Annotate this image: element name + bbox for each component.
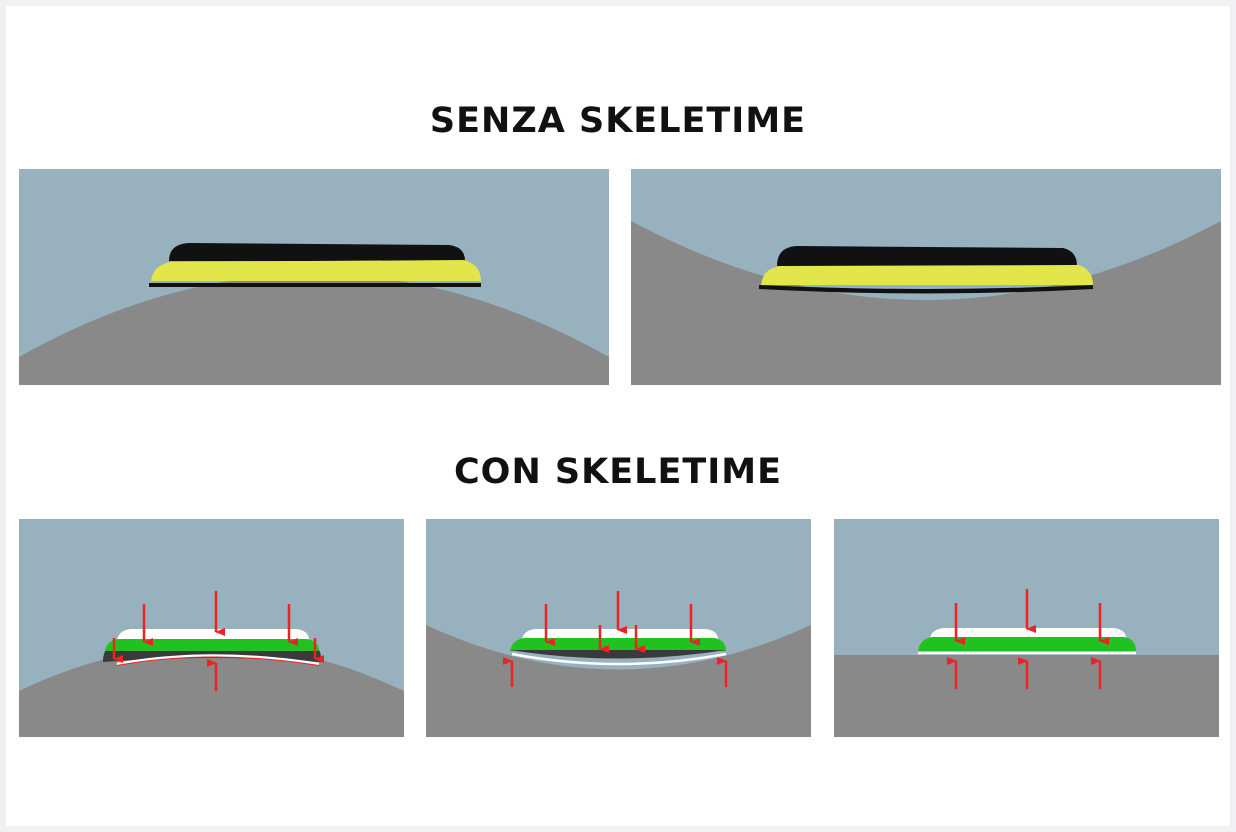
plain-insole	[759, 246, 1093, 294]
insole-body	[105, 639, 319, 651]
insole-body	[151, 260, 481, 281]
insole-base	[510, 650, 726, 659]
heading-with-skeletime: CON SKELETIME	[454, 452, 782, 492]
insole-base-line	[149, 283, 481, 287]
diagram-page: SENZA SKELETIME CON SKEL	[6, 6, 1230, 826]
panel-without-concave	[631, 169, 1221, 385]
insole-contact-line	[511, 652, 727, 666]
panel-with-convex	[19, 519, 404, 737]
convex-surface	[19, 645, 404, 737]
panel-with-concave	[426, 519, 811, 737]
insole-body	[918, 637, 1136, 651]
insole-base-line	[759, 285, 1093, 294]
insole-top-layer	[522, 629, 718, 639]
insole-body	[510, 638, 726, 651]
skeletime-insole	[103, 629, 321, 666]
pressure-arrows	[503, 591, 728, 687]
panel-with-flat	[834, 519, 1219, 737]
concave-surface	[631, 221, 1221, 385]
insole-body	[761, 265, 1093, 285]
skeletime-insole	[510, 629, 727, 666]
plain-insole	[149, 243, 481, 287]
insole-top-layer	[777, 246, 1077, 266]
insole-top-layer	[930, 628, 1126, 638]
heading-without-skeletime: SENZA SKELETIME	[429, 101, 807, 141]
insole-top-layer	[169, 243, 465, 261]
pressure-arrows	[112, 591, 324, 691]
skeletime-insole	[918, 628, 1136, 655]
insole-top-layer	[117, 629, 309, 640]
concave-surface	[426, 625, 811, 737]
insole-contact-line	[116, 654, 320, 666]
panel-without-convex	[19, 169, 609, 385]
convex-surface	[19, 274, 609, 385]
pressure-arrows	[947, 589, 1109, 689]
